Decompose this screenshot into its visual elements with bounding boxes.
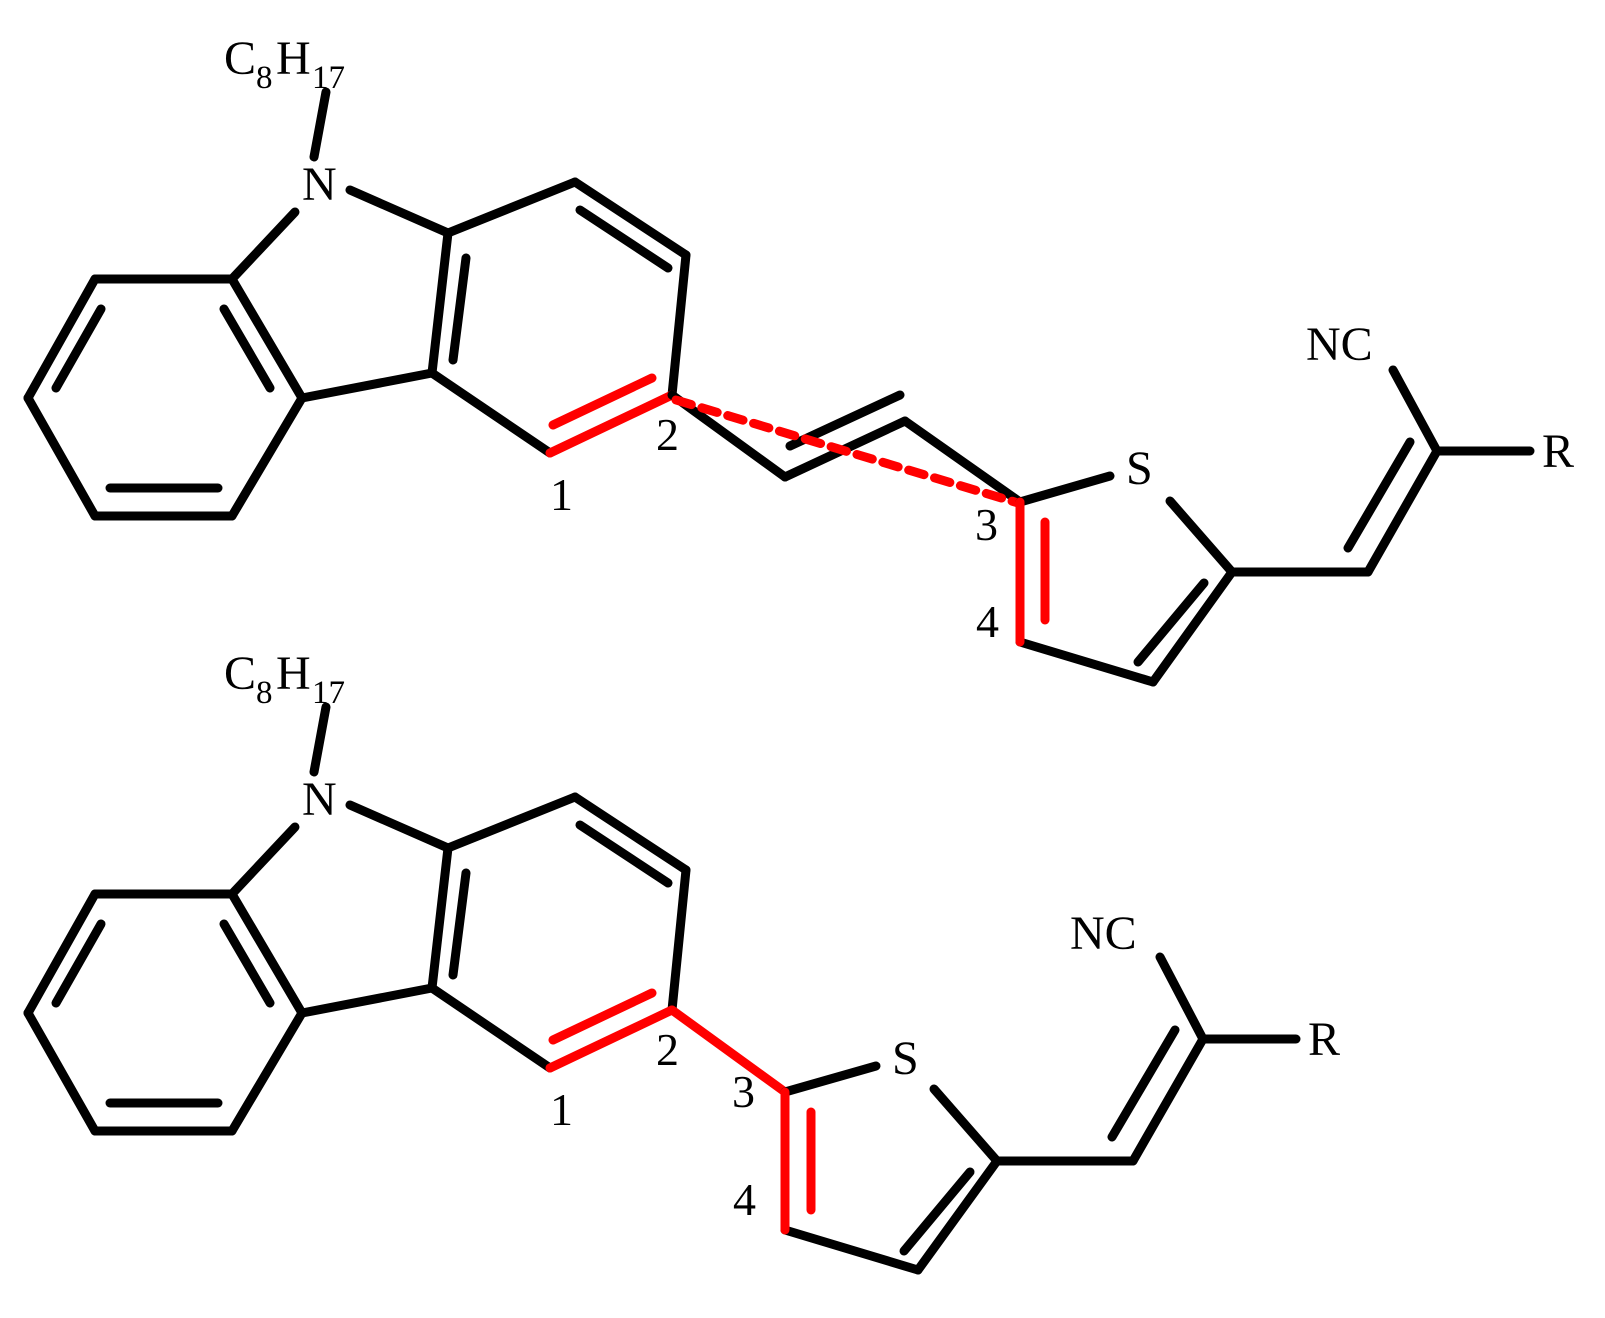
bottom-r-group-label: R bbox=[1308, 1013, 1340, 1066]
bottom-highlight-bond-3-4 bbox=[780, 1087, 816, 1235]
bottom-right-benzene-ring bbox=[427, 792, 691, 1073]
bottom-thiophene-ring bbox=[780, 1061, 1002, 1275]
bottom-position-2: 2 bbox=[656, 1024, 679, 1075]
top-nitrile-label: NC bbox=[1306, 318, 1373, 371]
top-position-4: 4 bbox=[976, 596, 999, 647]
top-position-1: 1 bbox=[550, 469, 573, 520]
bottom-alkyl-h: H bbox=[276, 647, 311, 700]
top-alkyl-sub1: 8 bbox=[256, 60, 273, 96]
bottom-position-1: 1 bbox=[550, 1084, 573, 1135]
bottom-alkyl-sub2: 17 bbox=[312, 675, 345, 711]
top-thiophene-ring bbox=[1015, 471, 1237, 687]
bottom-side-chain bbox=[992, 952, 1301, 1166]
top-pyrrole-ring bbox=[227, 87, 471, 403]
top-position-2: 2 bbox=[656, 409, 679, 460]
bottom-labels: C 8 H 17 N S NC R 1 2 3 4 bbox=[224, 647, 1340, 1225]
bottom-left-benzene-ring bbox=[23, 889, 307, 1136]
top-r-group-label: R bbox=[1542, 425, 1574, 478]
bottom-sulfur-label: S bbox=[892, 1032, 919, 1085]
top-right-benzene-ring bbox=[427, 177, 691, 458]
bottom-highlight-bond-2-3 bbox=[667, 1005, 790, 1097]
top-alkyl-sub2: 17 bbox=[312, 60, 345, 96]
top-sulfur-label: S bbox=[1126, 442, 1153, 495]
bottom-alkyl-sub1: 8 bbox=[256, 675, 273, 711]
top-dashed-highlight-2-3 bbox=[671, 395, 1023, 508]
bottom-highlight-bond-1-2 bbox=[545, 988, 677, 1073]
top-highlight-bond-1-2 bbox=[545, 373, 677, 458]
bottom-position-3: 3 bbox=[732, 1066, 755, 1117]
top-nitrogen-label: N bbox=[302, 158, 337, 211]
bottom-pyrrole-ring bbox=[227, 702, 471, 1018]
top-labels: C 8 H 17 N S NC R 1 2 3 4 bbox=[224, 32, 1574, 647]
structure-bottom: C 8 H 17 N S NC R 1 2 3 4 bbox=[23, 647, 1340, 1275]
top-side-chain bbox=[1227, 365, 1535, 577]
top-highlight-bond-3-4 bbox=[1015, 497, 1050, 647]
bottom-nitrogen-label: N bbox=[302, 773, 337, 826]
top-alkyl-h: H bbox=[276, 32, 311, 85]
bottom-nitrile-label: NC bbox=[1070, 907, 1137, 960]
top-alkyl-c: C bbox=[224, 32, 256, 85]
top-left-benzene-ring bbox=[23, 274, 307, 521]
top-position-3: 3 bbox=[975, 499, 998, 550]
bottom-position-4: 4 bbox=[733, 1174, 756, 1225]
structure-top: C 8 H 17 N S NC R 1 2 3 4 bbox=[23, 32, 1574, 687]
bottom-alkyl-c: C bbox=[224, 647, 256, 700]
